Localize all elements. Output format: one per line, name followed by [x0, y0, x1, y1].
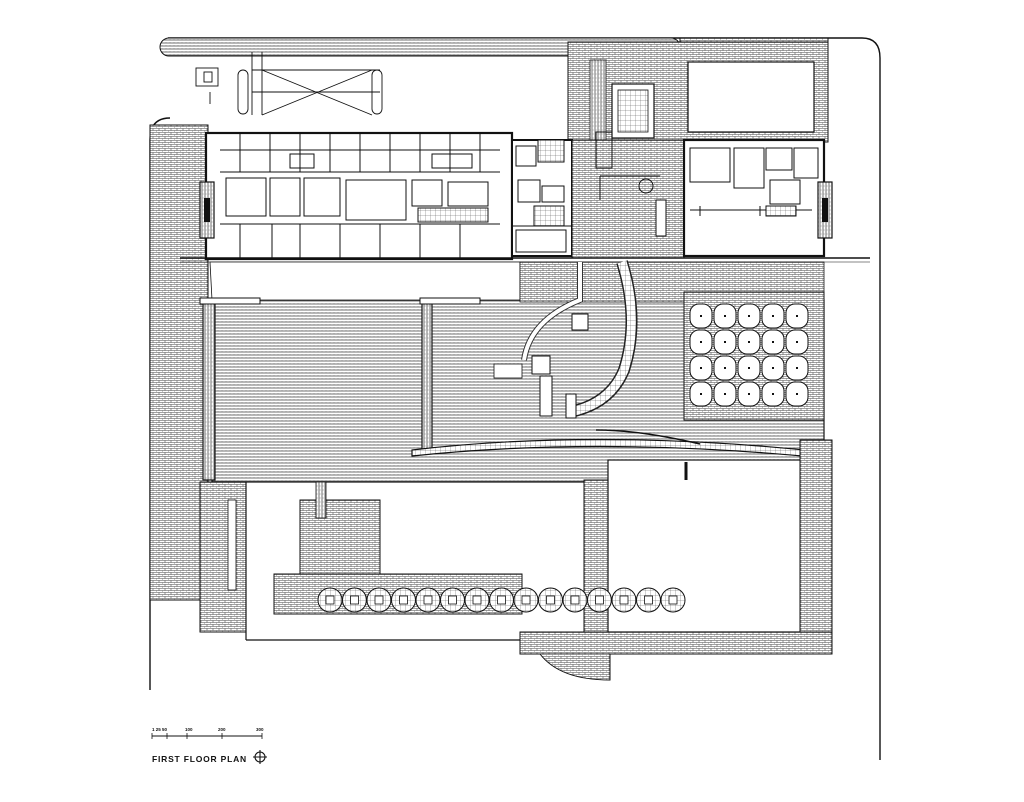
tree-trunk	[748, 367, 750, 369]
tree-grate	[497, 595, 506, 605]
tree-trunk	[796, 315, 798, 317]
plaza-walls	[199, 297, 481, 481]
entry-gate	[195, 52, 383, 116]
tree-grate	[448, 595, 457, 605]
tree-trunk	[796, 341, 798, 343]
tree-trunk	[700, 341, 702, 343]
tree-trunk	[772, 393, 774, 395]
tree-trunk	[700, 367, 702, 369]
tree-trunk	[796, 367, 798, 369]
tree-trunk	[748, 341, 750, 343]
tree-trunk	[748, 393, 750, 395]
tree-trunk	[772, 367, 774, 369]
tree-grate	[350, 595, 359, 605]
tree-grate	[472, 595, 482, 605]
scale-tick-1: 100	[185, 727, 193, 732]
curved-stair	[493, 260, 638, 419]
tree-trunk	[724, 341, 726, 343]
tree-trunk	[772, 341, 774, 343]
tree-grate	[374, 595, 384, 605]
central-atrium	[571, 139, 685, 259]
tree-trunk	[748, 315, 750, 317]
tree-grate	[521, 595, 531, 605]
office-wing-east	[682, 138, 833, 258]
service-core	[511, 139, 573, 257]
tree-trunk	[724, 367, 726, 369]
west-paving	[149, 124, 209, 601]
tree-grate	[399, 595, 408, 605]
scale-bar: 1 25 50 100 200 300	[151, 727, 264, 739]
tree-trunk	[724, 393, 726, 395]
tree-trunk	[796, 393, 798, 395]
tree-grate	[668, 595, 678, 605]
tree-grate	[619, 595, 629, 605]
office-wing-west	[199, 131, 514, 261]
tree-grate	[325, 595, 335, 605]
north-court	[567, 41, 829, 145]
tree-row	[317, 587, 686, 613]
tree-trunk	[772, 315, 774, 317]
atrium-details	[595, 131, 667, 237]
scale-tick-2: 200	[218, 727, 226, 732]
drawing-title: FIRST FLOOR PLAN	[152, 754, 247, 764]
tree-grate	[595, 595, 604, 605]
tree-grate	[546, 595, 555, 605]
tree-trunk	[724, 315, 726, 317]
scale-tick-3: 300	[256, 727, 264, 732]
scale-tick-0: 1 25 50	[152, 727, 168, 732]
north-arrow-icon	[253, 750, 267, 764]
tree-grate	[644, 595, 653, 605]
tree-grate	[570, 595, 580, 605]
tree-grove	[689, 303, 809, 407]
tree-trunk	[700, 393, 702, 395]
tree-trunk	[700, 315, 702, 317]
tree-grate	[423, 595, 433, 605]
